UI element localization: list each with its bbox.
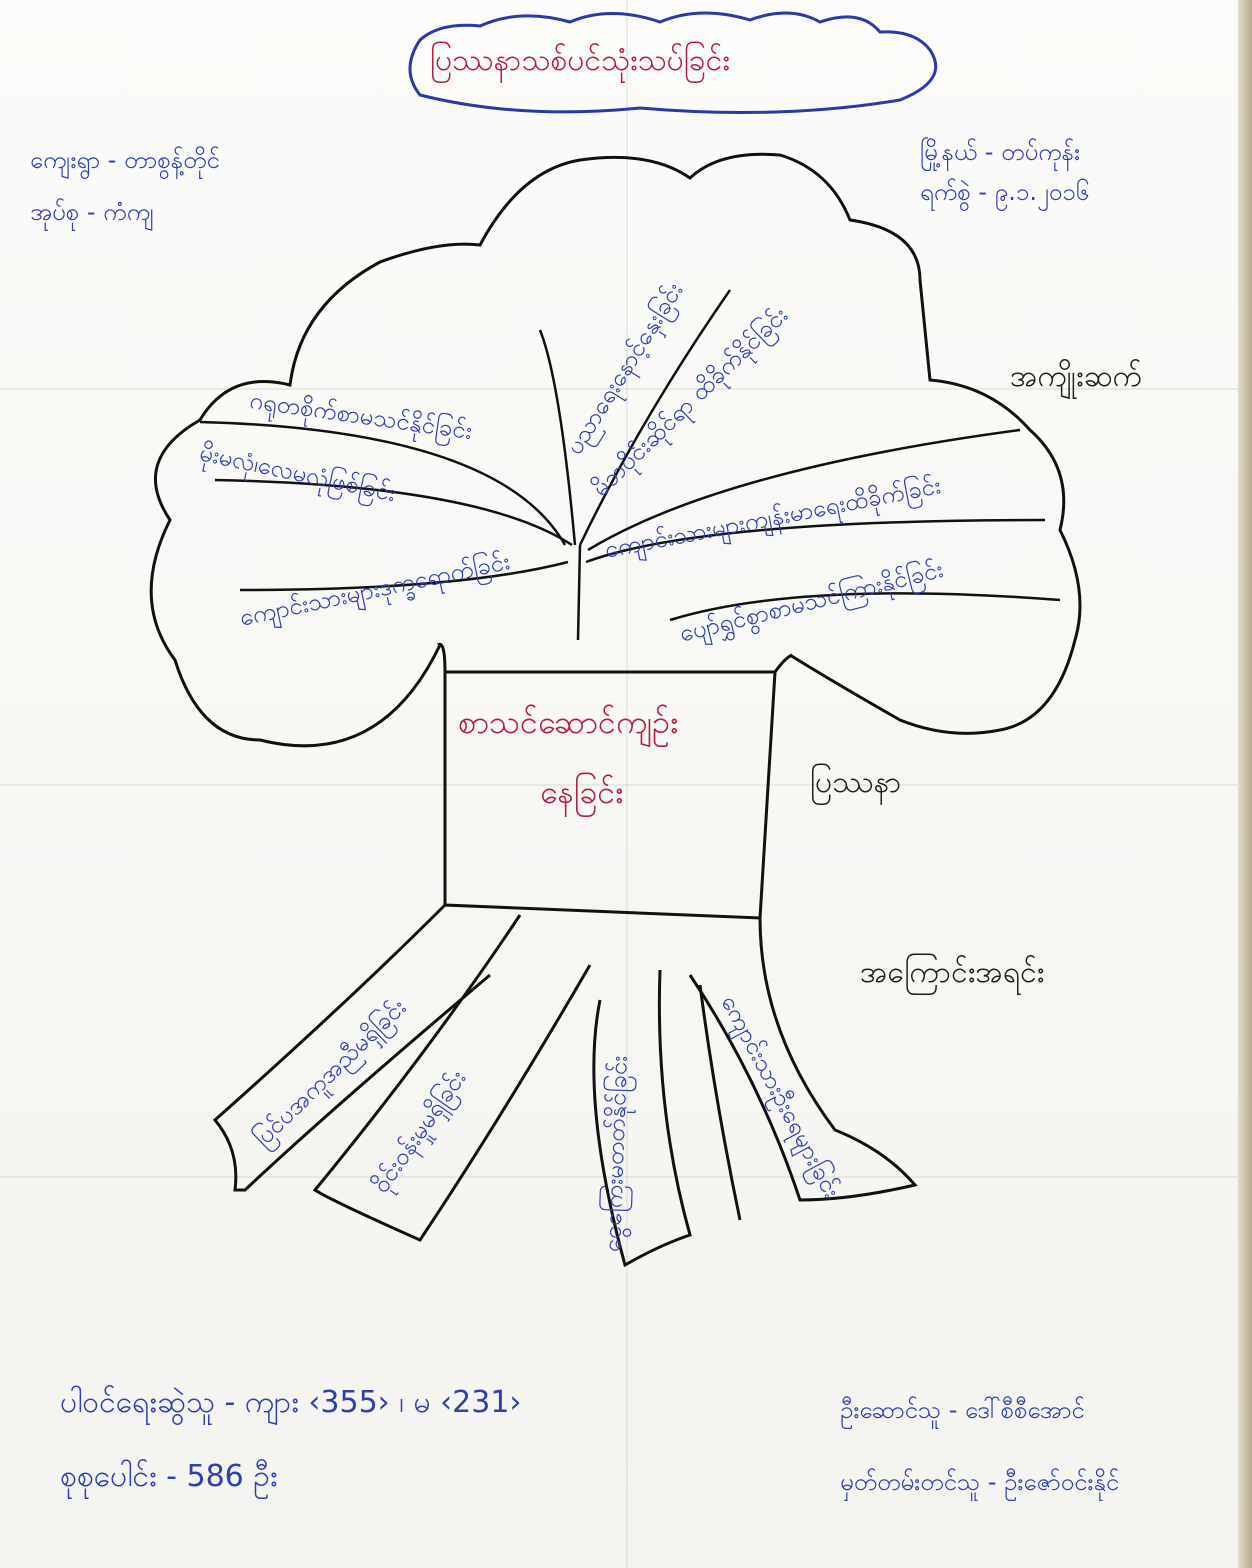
root: [592, 969, 692, 1268]
causes-label: အကြောင်းအရင်း: [860, 955, 1045, 990]
group-value: ကံကျ: [103, 198, 154, 226]
branch: [669, 592, 1061, 622]
participants: ပါဝင်ရေးဆွဲသူ - ကျား ‹355› ၊ မ ‹231›: [60, 1385, 522, 1420]
total-participants: စုစုပေါင်း - 586 ဦး: [60, 1459, 278, 1494]
core-problem-line2: နေခြင်း: [540, 773, 624, 811]
core-problem-line1: စာသင်ဆောင်ကျဉ်း: [458, 703, 679, 741]
cause-item: ငွေကြေးမတတ်နိုင်ခြင်း: [598, 1055, 633, 1253]
branch: [587, 428, 1021, 552]
effects-label: အကျိုးဆက်: [1010, 359, 1142, 394]
root: [688, 917, 918, 1202]
wood-background-edge: [1238, 0, 1252, 1568]
title-cloud: [408, 11, 938, 114]
group-field: အုပ်စု - ကံကျ: [30, 200, 154, 224]
branch: [576, 544, 582, 641]
village-label: ကျေးရွာ -: [30, 146, 124, 174]
township-field: မြို့နယ် - တပ်ကုန်း: [920, 138, 1081, 166]
date-value: ၉.၁.၂၀၁၆: [994, 178, 1090, 206]
date-label: ရက်စွဲ -: [920, 178, 995, 206]
trunk-side: [773, 653, 793, 673]
root: [212, 903, 491, 1192]
diagram-title: ပြဿနာသစ်ပင်သုံးသပ်ခြင်း: [430, 43, 730, 78]
root: [698, 984, 742, 1221]
problem-label: ပြဿနာ: [810, 765, 902, 800]
fold-line: [626, 0, 628, 1568]
village-field: ကျေးရွာ - တာစွန့်တိုင်: [30, 148, 220, 172]
branch: [538, 329, 577, 546]
fold-line: [0, 388, 1252, 390]
branch: [578, 289, 732, 546]
tree-canopy: [149, 152, 1082, 748]
facilitator: ဦးဆောင်သူ - ဒေါ်စီစီအောင်: [840, 1396, 1085, 1424]
root: [312, 914, 592, 1242]
branch: [214, 478, 573, 547]
group-label: အုပ်စု -: [30, 198, 104, 226]
village-value: တာစွန့်တိုင်: [123, 146, 220, 174]
trunk-side: [437, 642, 447, 673]
branch: [199, 420, 567, 546]
fold-line: [0, 784, 1252, 786]
branch: [239, 560, 569, 592]
recorder: မှတ်တမ်းတင်သူ - ဦးဇော်ဝင်းနိုင်: [840, 1468, 1120, 1496]
date-field: ရက်စွဲ - ၉.၁.၂၀၁၆: [920, 180, 1089, 204]
branch: [585, 518, 1046, 564]
fold-line: [0, 1176, 1252, 1178]
